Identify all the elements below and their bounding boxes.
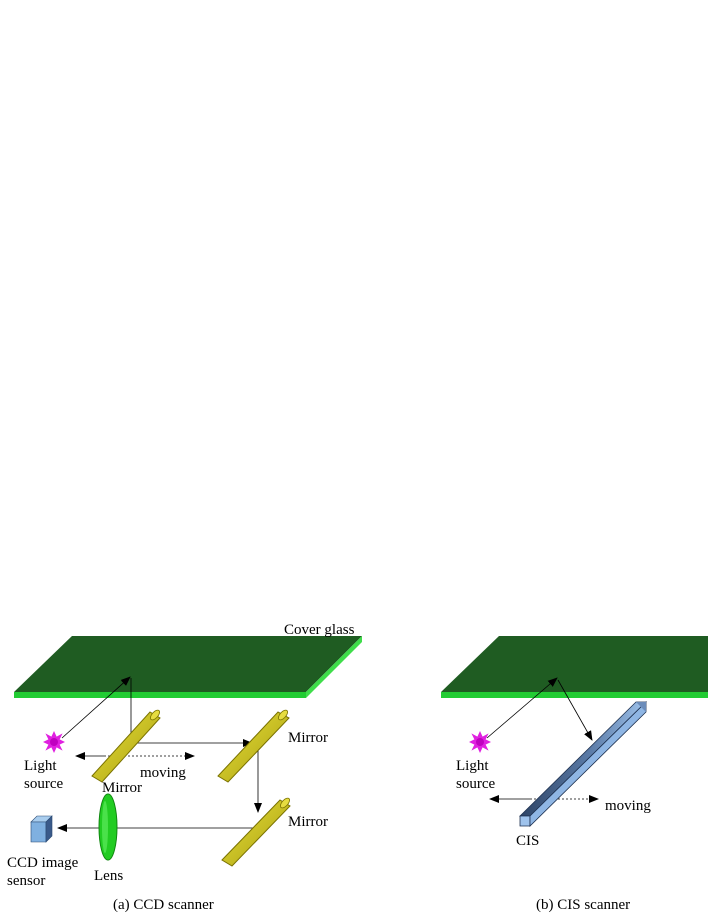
cis-light-source-label-line1: Light: [456, 758, 489, 774]
ccd-mirror-label-2: Mirror: [288, 730, 328, 746]
ccd-scanner-panel: Cover glass Light source Mirror moving: [7, 622, 362, 913]
ccd-mirror-label-1: Mirror: [102, 780, 142, 796]
ccd-lens: [98, 793, 118, 861]
ccd-light-source-label-line1: Light: [24, 758, 57, 774]
ccd-sensor-label-line1: CCD image: [7, 855, 79, 871]
ccd-light-source-icon: [43, 731, 65, 753]
ccd-mirror-1: [91, 709, 161, 783]
ccd-lens-label: Lens: [94, 868, 123, 884]
cis-caption: (b) CIS scanner: [536, 897, 630, 913]
ccd-light-source-label-line2: source: [24, 776, 63, 792]
ccd-caption: (a) CCD scanner: [113, 897, 214, 913]
cover-glass-label: Cover glass: [284, 622, 355, 638]
ccd-sensor-label-line2: sensor: [7, 873, 45, 889]
cis-scanner-panel: Light source moving CIS (b) CIS scanner: [441, 636, 708, 913]
ccd-cover-glass: [14, 636, 362, 698]
cis-cover-glass: [441, 636, 708, 698]
ccd-mirror-3: [221, 797, 291, 867]
ccd-mirror-2: [217, 709, 290, 783]
ccd-mirror-label-3: Mirror: [288, 814, 328, 830]
ccd-light-path: [57, 676, 262, 832]
cis-light-source-label-line2: source: [456, 776, 495, 792]
ccd-image-sensor-icon: [30, 815, 53, 843]
cis-light-path: [486, 677, 593, 741]
cis-light-source-icon: [469, 731, 491, 753]
ccd-moving-label: moving: [140, 765, 186, 781]
cis-moving-label: moving: [605, 798, 651, 814]
cis-sensor-bar: [519, 701, 647, 827]
cis-label: CIS: [516, 833, 539, 849]
